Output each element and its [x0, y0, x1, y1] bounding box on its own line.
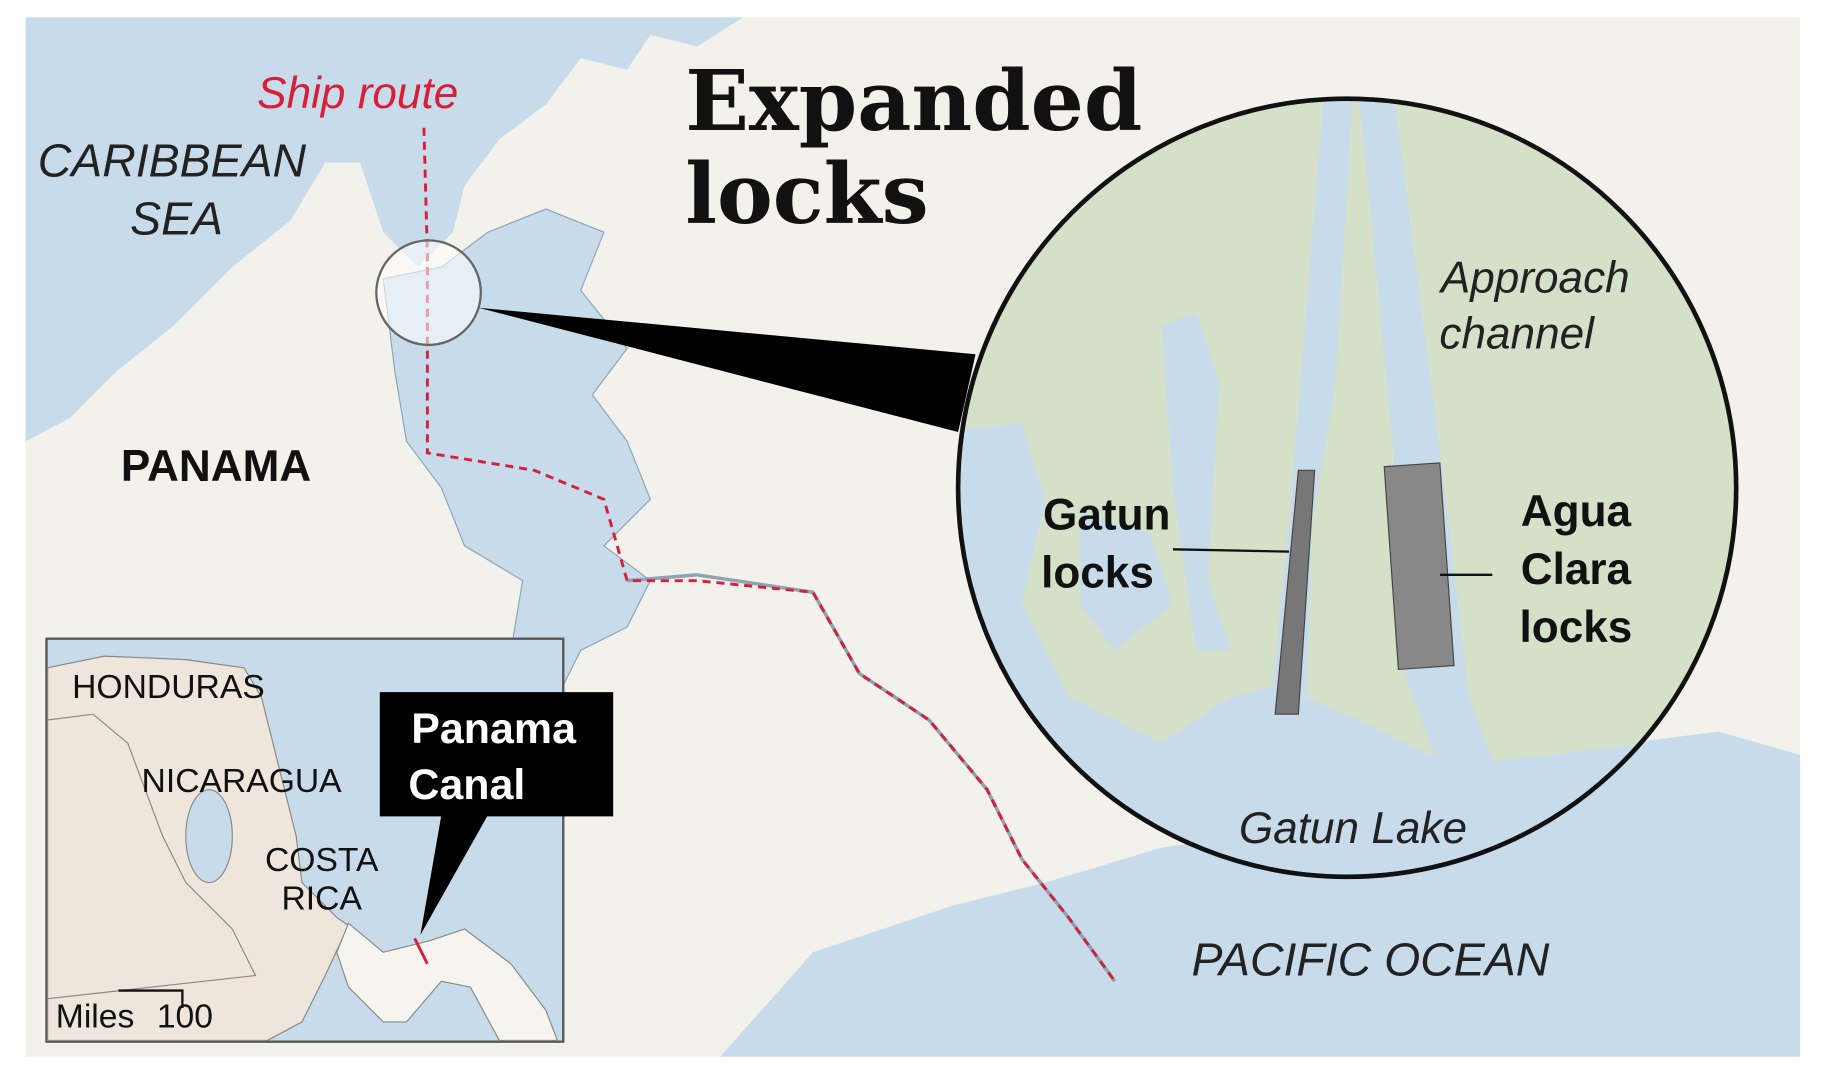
panama-label: PANAMA [121, 442, 311, 491]
title-line-1: Expanded [685, 51, 1142, 150]
pacific-ocean-label: PACIFIC OCEAN [1191, 933, 1549, 985]
costa-rica-label-1: COSTA [265, 842, 379, 879]
gatun-locks-label-1: Gatun [1043, 491, 1170, 540]
scale-bar [118, 989, 184, 1009]
gatun-locks-structure [1274, 469, 1316, 715]
scale-label: Miles [56, 999, 135, 1036]
caribbean-label-1: CARIBBEAN [38, 135, 307, 187]
approach-label-2: channel [1439, 309, 1595, 358]
zoom-circle [955, 96, 1739, 880]
honduras-label: HONDURAS [72, 669, 265, 706]
caribbean-sea-water [25, 17, 744, 442]
costa-rica-label-2: RICA [282, 880, 363, 917]
magnifier-pointer [478, 307, 976, 432]
agua-clara-label-1: Agua [1521, 487, 1632, 536]
nicaragua-label: NICARAGUA [142, 763, 343, 800]
callout-label-1: Panama [411, 705, 577, 753]
callout-label-2: Canal [408, 761, 525, 809]
scale-value: 100 [157, 999, 213, 1036]
gatun-lake-label: Gatun Lake [1239, 804, 1467, 853]
agua-clara-locks-structure [1383, 462, 1455, 671]
title-line-2: locks [685, 144, 928, 243]
ship-route-label: Ship route [257, 69, 458, 118]
panama-canal-callout [379, 692, 614, 935]
approach-label-1: Approach [1438, 254, 1630, 303]
gatun-locks-label-2: locks [1041, 549, 1154, 598]
magnifier-source-circle [375, 239, 482, 347]
agua-clara-label-3: locks [1520, 603, 1633, 652]
caribbean-label-2: SEA [130, 193, 223, 245]
agua-clara-label-2: Clara [1521, 545, 1632, 594]
